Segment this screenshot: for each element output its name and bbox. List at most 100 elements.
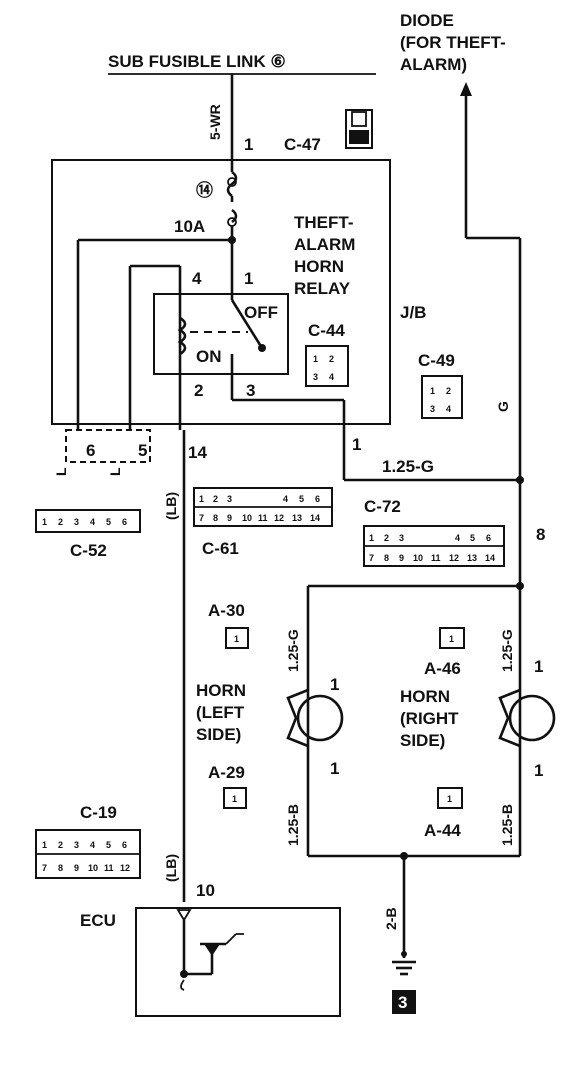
a30-connector-icon: 1 bbox=[225, 627, 249, 649]
svg-text:1: 1 bbox=[369, 533, 374, 543]
svg-text:8: 8 bbox=[213, 513, 218, 523]
svg-text:6: 6 bbox=[122, 840, 127, 850]
svg-text:12: 12 bbox=[120, 863, 130, 873]
ecu-box bbox=[135, 907, 341, 1017]
svg-text:1: 1 bbox=[234, 634, 239, 644]
horn-left-label-3: SIDE) bbox=[196, 725, 241, 744]
svg-text:1: 1 bbox=[42, 840, 47, 850]
diode-arrow-icon bbox=[460, 82, 472, 96]
svg-text:1: 1 bbox=[42, 517, 47, 527]
horn-right-label-2: (RIGHT bbox=[400, 709, 459, 728]
svg-text:9: 9 bbox=[399, 553, 404, 563]
wire-125g-right-label: 1.25-G bbox=[499, 629, 515, 672]
c47-label: C-47 bbox=[284, 135, 321, 154]
a30-label: A-30 bbox=[208, 601, 245, 620]
svg-text:6: 6 bbox=[315, 494, 320, 504]
wire-g-label: G bbox=[495, 401, 511, 412]
horn-left-icon bbox=[286, 688, 344, 748]
horn-left-pin-top: 1 bbox=[330, 675, 339, 694]
svg-text:4: 4 bbox=[446, 404, 451, 414]
horn-right-label-1: HORN bbox=[400, 687, 450, 706]
c44-label: C-44 bbox=[308, 321, 345, 340]
svg-text:9: 9 bbox=[74, 863, 79, 873]
svg-text:4: 4 bbox=[283, 494, 288, 504]
diode-label-2: (FOR THEFT- bbox=[400, 33, 506, 52]
svg-text:1: 1 bbox=[449, 634, 454, 644]
relay-label-1: THEFT- bbox=[294, 213, 354, 232]
svg-text:1: 1 bbox=[199, 494, 204, 504]
c49-label: C-49 bbox=[418, 351, 455, 370]
relay-label-2: ALARM bbox=[294, 235, 355, 254]
transistor-icon bbox=[176, 909, 244, 991]
svg-text:2: 2 bbox=[446, 386, 451, 396]
c19-label: C-19 bbox=[80, 803, 117, 822]
horn-left-pin-bot: 1 bbox=[330, 759, 339, 778]
fuse-icon bbox=[226, 170, 238, 224]
svg-text:9: 9 bbox=[227, 513, 232, 523]
svg-text:6: 6 bbox=[486, 533, 491, 543]
svg-text:1: 1 bbox=[430, 386, 435, 396]
relay-coil-icon bbox=[177, 316, 187, 356]
svg-text:2: 2 bbox=[329, 354, 334, 364]
svg-text:10: 10 bbox=[88, 863, 98, 873]
fuse-number-label: ⑭ bbox=[196, 180, 213, 200]
pin-1-top: 1 bbox=[244, 135, 253, 154]
c61-connector-icon: 1 2 3 4 5 6 7 8 9 10 11 12 13 14 bbox=[193, 487, 333, 527]
ground-number-label: 3 bbox=[398, 993, 407, 1012]
svg-text:7: 7 bbox=[42, 863, 47, 873]
c52-connector-icon: 1 2 3 4 5 6 bbox=[35, 509, 141, 533]
fuse-terminal-top bbox=[227, 177, 237, 187]
a29-label: A-29 bbox=[208, 763, 245, 782]
svg-text:2: 2 bbox=[58, 840, 63, 850]
pin-6-5-connector bbox=[65, 429, 151, 463]
svg-text:8: 8 bbox=[58, 863, 63, 873]
svg-text:5: 5 bbox=[106, 517, 111, 527]
relay-off-label: OFF bbox=[244, 303, 278, 322]
c72-connector-icon: 1 2 3 4 5 6 7 8 9 10 11 12 13 14 bbox=[363, 525, 505, 567]
c52-label: C-52 bbox=[70, 541, 107, 560]
svg-text:3: 3 bbox=[74, 517, 79, 527]
diode-label-3: ALARM) bbox=[400, 55, 467, 74]
a44-label: A-44 bbox=[424, 821, 461, 840]
horn-right-label-3: SIDE) bbox=[400, 731, 445, 750]
svg-text:3: 3 bbox=[399, 533, 404, 543]
svg-text:2: 2 bbox=[384, 533, 389, 543]
wire-125b-left-label: 1.25-B bbox=[285, 804, 301, 846]
svg-text:13: 13 bbox=[467, 553, 477, 563]
ecu-label: ECU bbox=[80, 911, 116, 930]
relay-pin2: 2 bbox=[194, 381, 203, 400]
svg-text:3: 3 bbox=[74, 840, 79, 850]
junction-dot-g bbox=[516, 476, 524, 484]
svg-text:3: 3 bbox=[313, 372, 318, 382]
pin-5-label: 5 bbox=[138, 441, 147, 460]
wire-125g-h-label: 1.25-G bbox=[382, 457, 434, 476]
svg-text:10: 10 bbox=[242, 513, 252, 523]
wire-lb-bot-label: (LB) bbox=[163, 854, 179, 882]
c72-label: C-72 bbox=[364, 497, 401, 516]
relay-pin4: 4 bbox=[192, 269, 202, 288]
svg-text:11: 11 bbox=[431, 553, 441, 563]
svg-text:3: 3 bbox=[227, 494, 232, 504]
fuse-rating-label: 10A bbox=[174, 217, 205, 236]
svg-text:4: 4 bbox=[455, 533, 460, 543]
pin-1-jb-label: 1 bbox=[352, 435, 361, 454]
svg-text:10: 10 bbox=[413, 553, 423, 563]
a44-connector-icon: 1 bbox=[437, 787, 463, 809]
ground-icon bbox=[392, 951, 416, 976]
svg-text:7: 7 bbox=[369, 553, 374, 563]
pin-10-label: 10 bbox=[196, 881, 215, 900]
svg-text:2: 2 bbox=[213, 494, 218, 504]
horn-right-icon bbox=[498, 688, 556, 748]
svg-text:12: 12 bbox=[274, 513, 284, 523]
svg-text:5: 5 bbox=[299, 494, 304, 504]
relay-pin1: 1 bbox=[244, 269, 253, 288]
relay-label-4: RELAY bbox=[294, 279, 351, 298]
sub-fusible-link-label: SUB FUSIBLE LINK ⑥ bbox=[108, 52, 286, 71]
horn-left-label-1: HORN bbox=[196, 681, 246, 700]
pin-8-label: 8 bbox=[536, 525, 545, 544]
svg-text:7: 7 bbox=[199, 513, 204, 523]
c61-label: C-61 bbox=[202, 539, 239, 558]
svg-text:11: 11 bbox=[258, 513, 268, 523]
ground-number-box bbox=[392, 990, 416, 1014]
